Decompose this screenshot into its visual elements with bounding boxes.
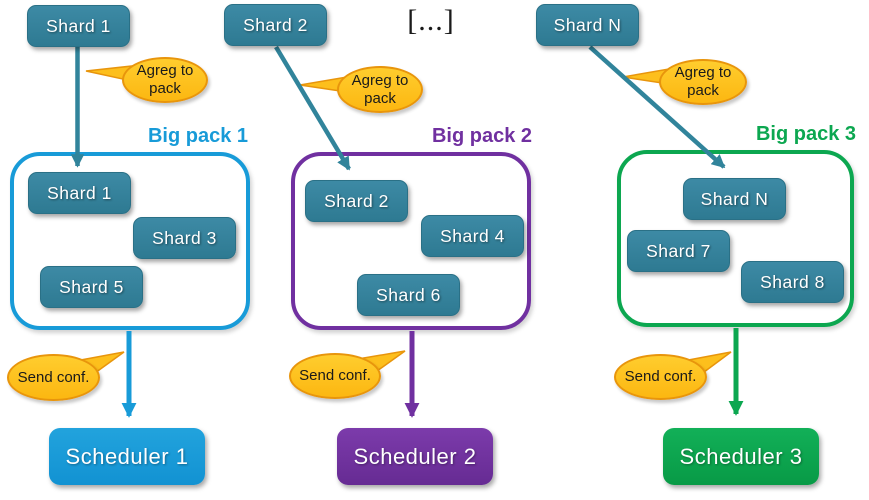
pack2-shard-c: Shard 6 bbox=[357, 274, 460, 316]
scheduler-3: Scheduler 3 bbox=[663, 428, 819, 485]
scheduler-2: Scheduler 2 bbox=[337, 428, 493, 485]
source-shard-2: Shard 2 bbox=[224, 4, 327, 46]
pack1-shard-b: Shard 3 bbox=[133, 217, 236, 259]
agreg-bubble-1: Agreg to pack bbox=[122, 57, 208, 103]
pack3-shard-b: Shard 7 bbox=[627, 230, 730, 272]
pack1-shard-a: Shard 1 bbox=[28, 172, 131, 214]
source-shard-1: Shard 1 bbox=[27, 5, 130, 47]
pack2-shard-b: Shard 4 bbox=[421, 215, 524, 257]
arrow-shard2-to-pack2 bbox=[274, 45, 351, 171]
pack3-shard-a: Shard N bbox=[683, 178, 786, 220]
big-pack-3 bbox=[617, 150, 854, 327]
big-pack-2 bbox=[291, 152, 531, 330]
pack1-shard-c: Shard 5 bbox=[40, 266, 143, 308]
pack2-shard-a: Shard 2 bbox=[305, 180, 408, 222]
pack3-shard-c: Shard 8 bbox=[741, 261, 844, 303]
pack-label-1: Big pack 1 bbox=[147, 125, 248, 147]
agreg-bubble-2: Agreg to pack bbox=[337, 66, 423, 113]
big-pack-1 bbox=[10, 152, 250, 330]
pack-label-2: Big pack 2 bbox=[431, 125, 532, 147]
pack-label-3: Big pack 3 bbox=[755, 123, 856, 145]
source-shard-n: Shard N bbox=[536, 4, 639, 46]
ellipsis-label: [...] bbox=[407, 4, 455, 37]
agreg-bubble-3: Agreg to pack bbox=[659, 59, 747, 105]
send-bubble-3: Send conf. bbox=[614, 354, 707, 400]
scheduler-1: Scheduler 1 bbox=[49, 428, 205, 485]
send-bubble-2: Send conf. bbox=[289, 353, 381, 399]
send-bubble-1: Send conf. bbox=[7, 354, 100, 401]
